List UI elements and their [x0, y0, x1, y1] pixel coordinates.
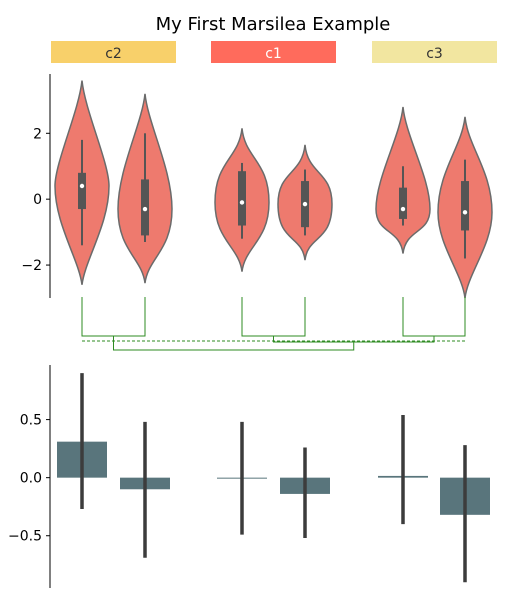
group-header-c1 — [211, 41, 336, 63]
violin-median — [142, 206, 148, 212]
chart-title: My First Marsilea Example — [156, 14, 391, 35]
group-header: c2 c1 c3 — [51, 41, 497, 63]
violin-median — [239, 200, 245, 205]
bar-y-tick-label: 0.5 — [20, 413, 42, 429]
violin-box — [399, 187, 407, 219]
dendrogram-link-1 — [241, 297, 306, 337]
violin-median — [400, 206, 406, 212]
violin-median — [302, 201, 308, 207]
bar-y-tick-label: 0.0 — [20, 471, 42, 487]
violin-panel: 2 0 −2 — [21, 74, 493, 299]
violin-box — [238, 171, 246, 226]
group-label-c3: c3 — [426, 46, 443, 62]
group-header-c3 — [372, 41, 497, 63]
violin-y-tick-label: 0 — [33, 192, 42, 208]
group-label-c2: c2 — [105, 46, 122, 62]
dendrogram-root-link — [113, 336, 355, 351]
dendrogram-link-0 — [81, 297, 146, 337]
dendrogram-panel — [81, 297, 466, 351]
dendrogram-link-2 — [402, 297, 466, 337]
bar-panel: 0.5 0.0 −0.5 — [8, 365, 490, 588]
violin-median — [79, 183, 85, 189]
bar-y-tick-label: −0.5 — [8, 529, 42, 545]
violin-median — [462, 210, 468, 215]
violin-box — [78, 172, 86, 210]
group-label-c1: c1 — [265, 46, 282, 62]
violin-y-tick-label: −2 — [21, 258, 42, 274]
group-header-c2 — [51, 41, 176, 63]
violin-y-tick-label: 2 — [33, 126, 42, 142]
violin-box — [461, 181, 469, 231]
